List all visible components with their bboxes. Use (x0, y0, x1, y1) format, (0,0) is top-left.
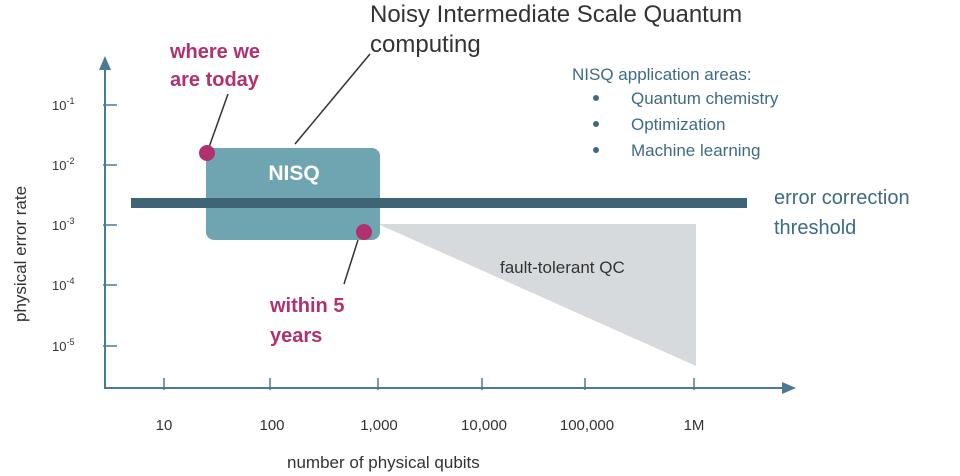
y-axis-title: physical error rate (11, 186, 30, 322)
application-item: Machine learning (631, 141, 760, 160)
application-item: Quantum chemistry (631, 89, 779, 108)
fault-tolerant-region (378, 224, 696, 366)
nisq-box (206, 148, 380, 240)
y-tick-label: 10-3 (52, 216, 74, 233)
x-tick-label: 10,000 (461, 417, 507, 434)
y-tick-label: 10-2 (52, 156, 74, 173)
today-label-line-2: are today (170, 69, 260, 91)
today-marker (199, 145, 215, 161)
bullet-icon (593, 95, 599, 101)
threshold-line (131, 198, 747, 208)
threshold-label-line-2: threshold (774, 217, 856, 239)
y-tick-label: 10-5 (52, 337, 74, 354)
application-item: Optimization (631, 115, 725, 134)
x-tick-label: 1,000 (360, 417, 398, 434)
today-label-line-1: where we (169, 41, 260, 63)
nisq-label: NISQ (268, 162, 319, 185)
x-tick-label: 100,000 (560, 417, 614, 434)
y-ticks (103, 104, 117, 347)
threshold-label-line-1: error correction (774, 187, 910, 209)
five-years-connector (343, 239, 359, 285)
today-connector (207, 93, 229, 151)
title-line-2: computing (370, 31, 481, 58)
x-axis-title: number of physical qubits (287, 453, 480, 472)
x-ticks (163, 378, 695, 390)
x-tick-label: 100 (259, 417, 284, 434)
x-tick-label: 1M (684, 417, 705, 434)
applications-heading: NISQ application areas: (572, 65, 752, 84)
five-years-label-line-2: years (270, 325, 322, 347)
title-line-1: Noisy Intermediate Scale Quantum (370, 1, 742, 28)
y-tick-label: 10-1 (52, 96, 74, 113)
title-connector (294, 53, 371, 145)
five-years-label-line-1: within 5 (269, 295, 344, 317)
x-axis-arrow (782, 382, 796, 394)
y-axis-arrow (99, 56, 111, 70)
x-tick-label: 10 (156, 417, 173, 434)
bullet-icon (593, 147, 599, 153)
five-years-marker (356, 224, 372, 240)
bullet-icon (593, 121, 599, 127)
y-tick-label: 10-4 (52, 276, 74, 293)
fault-tolerant-label: fault-tolerant QC (500, 258, 625, 277)
